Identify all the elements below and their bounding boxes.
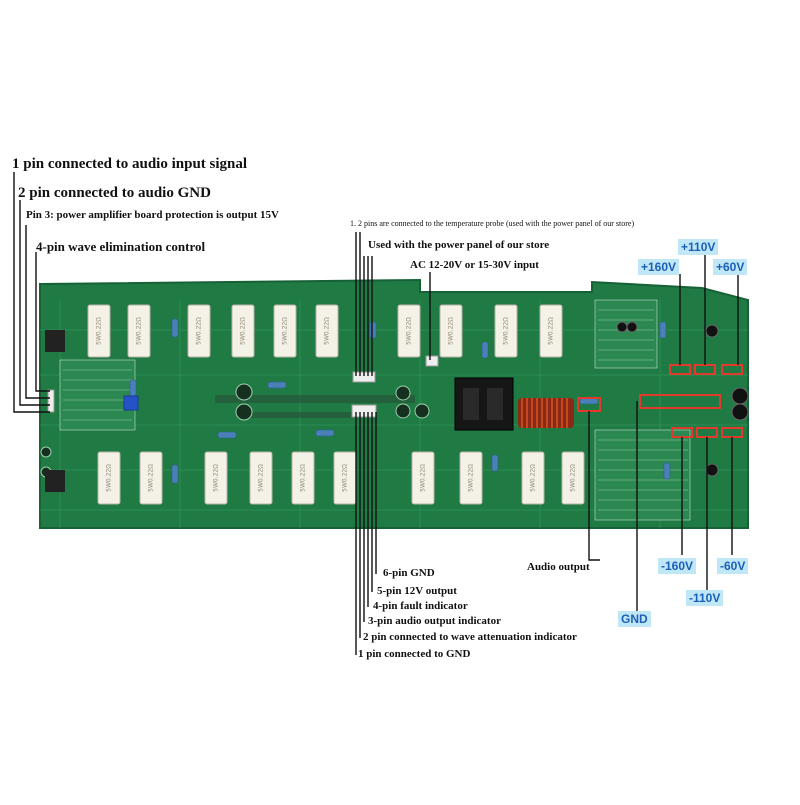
- resistor-marking: 5W0.22Ω: [342, 464, 349, 492]
- label-pin2-attenuation: 2 pin connected to wave attenuation indi…: [363, 631, 577, 643]
- label-pin6-gnd: 6-pin GND: [383, 567, 435, 579]
- power-resistor: 5W0.22Ω: [539, 304, 563, 358]
- resistor-marking: 5W0.22Ω: [420, 464, 427, 492]
- resistor-marking: 5W0.22Ω: [468, 464, 475, 492]
- power-resistor: 5W0.22Ω: [439, 304, 463, 358]
- label-gnd: GND: [618, 611, 651, 627]
- resistor-marking: 5W0.22Ω: [196, 317, 203, 345]
- terminal-plus60-box: [721, 364, 743, 375]
- leader-pin4-wave: [35, 252, 50, 392]
- power-resistor: 5W0.22Ω: [204, 451, 228, 505]
- resistor-marking: 5W0.22Ω: [503, 317, 510, 345]
- label-pin1-audio-input: 1 pin connected to audio input signal: [12, 156, 248, 172]
- output-inductor: [518, 398, 574, 428]
- label-pin3-protection: Pin 3: power amplifier board protection …: [26, 209, 280, 221]
- label-pin3-audio-indicator: 3-pin audio output indicator: [368, 615, 501, 627]
- input-transistor: [45, 330, 65, 352]
- power-resistor: 5W0.22Ω: [521, 451, 545, 505]
- label-audio-output: Audio output: [527, 561, 590, 573]
- label-pin4-wave-elimination: 4-pin wave elimination control: [36, 239, 206, 254]
- resistor-marking: 5W0.22Ω: [106, 464, 113, 492]
- voltage-minus110: -110V: [686, 590, 724, 606]
- terminal-gnd-box: [639, 394, 721, 409]
- input-transistor-2: [45, 470, 65, 492]
- label-ac-input: AC 12-20V or 15-30V input: [410, 259, 539, 271]
- resistor-marking: 5W0.22Ω: [213, 464, 220, 492]
- power-resistor: 5W0.22Ω: [249, 451, 273, 505]
- voltage-plus110: +110V: [678, 239, 719, 255]
- power-resistor: 5W0.22Ω: [494, 304, 518, 358]
- resistor-marking: 5W0.22Ω: [570, 464, 577, 492]
- power-resistor: 5W0.22Ω: [97, 451, 121, 505]
- resistor-marking: 5W0.22Ω: [148, 464, 155, 492]
- resistor-marking: 5W0.22Ω: [282, 317, 289, 345]
- leader-lines: [13, 172, 739, 655]
- power-resistor: 5W0.22Ω: [397, 304, 421, 358]
- resistor-marking: 5W0.22Ω: [530, 464, 537, 492]
- label-pin1-gnd: 1 pin connected to GND: [358, 648, 471, 660]
- leader-pin2-gnd: [19, 200, 50, 406]
- power-resistor: 5W0.22Ω: [187, 304, 211, 358]
- resistor-marking: 5W0.22Ω: [406, 317, 413, 345]
- resistor-marking: 5W0.22Ω: [240, 317, 247, 345]
- leader-audio-output: [588, 411, 600, 561]
- power-resistor: 5W0.22Ω: [333, 451, 357, 505]
- resistor-marking: 5W0.22Ω: [96, 317, 103, 345]
- voltage-minus160: -160V: [658, 558, 697, 574]
- voltage-minus60: -60V: [717, 558, 749, 574]
- label-pin4-fault: 4-pin fault indicator: [373, 600, 468, 612]
- input-connector: [47, 389, 55, 413]
- resistor-marking: 5W0.22Ω: [324, 317, 331, 345]
- power-resistor: 5W0.22Ω: [127, 304, 151, 358]
- small-components: [40, 318, 749, 492]
- label-power-panel: Used with the power panel of our store: [368, 239, 550, 251]
- leader-pin1-input: [13, 172, 50, 413]
- label-pin5-12v: 5-pin 12V output: [377, 585, 457, 597]
- power-resistors: 5W0.22Ω 5W0.22Ω 5W0.22Ω 5W0.22Ω 5W0.22Ω 5W0.2…: [87, 304, 585, 505]
- power-resistor: 5W0.22Ω: [459, 451, 483, 505]
- label-pin2-audio-gnd: 2 pin connected to audio GND: [18, 185, 211, 201]
- voltage-plus160: +160V: [638, 259, 680, 275]
- resistor-marking: 5W0.22Ω: [548, 317, 555, 345]
- power-resistor: 5W0.22Ω: [273, 304, 297, 358]
- voltage-plus60: +60V: [713, 259, 748, 275]
- power-resistor: 5W0.22Ω: [87, 304, 111, 358]
- power-resistor: 5W0.22Ω: [561, 451, 585, 505]
- power-resistor: 5W0.22Ω: [315, 304, 339, 358]
- ac-input-connector: [425, 355, 439, 367]
- label-temperature-probe: 1. 2 pins are connected to the temperatu…: [350, 219, 635, 228]
- resistor-marking: 5W0.22Ω: [448, 317, 455, 345]
- leader-pin3-protection: [25, 225, 50, 399]
- power-resistor: 5W0.22Ω: [291, 451, 315, 505]
- resistor-marking: 5W0.22Ω: [300, 464, 307, 492]
- power-resistor: 5W0.22Ω: [139, 451, 163, 505]
- power-resistor: 5W0.22Ω: [411, 451, 435, 505]
- resistor-marking: 5W0.22Ω: [258, 464, 265, 492]
- power-resistor: 5W0.22Ω: [231, 304, 255, 358]
- resistor-marking: 5W0.22Ω: [136, 317, 143, 345]
